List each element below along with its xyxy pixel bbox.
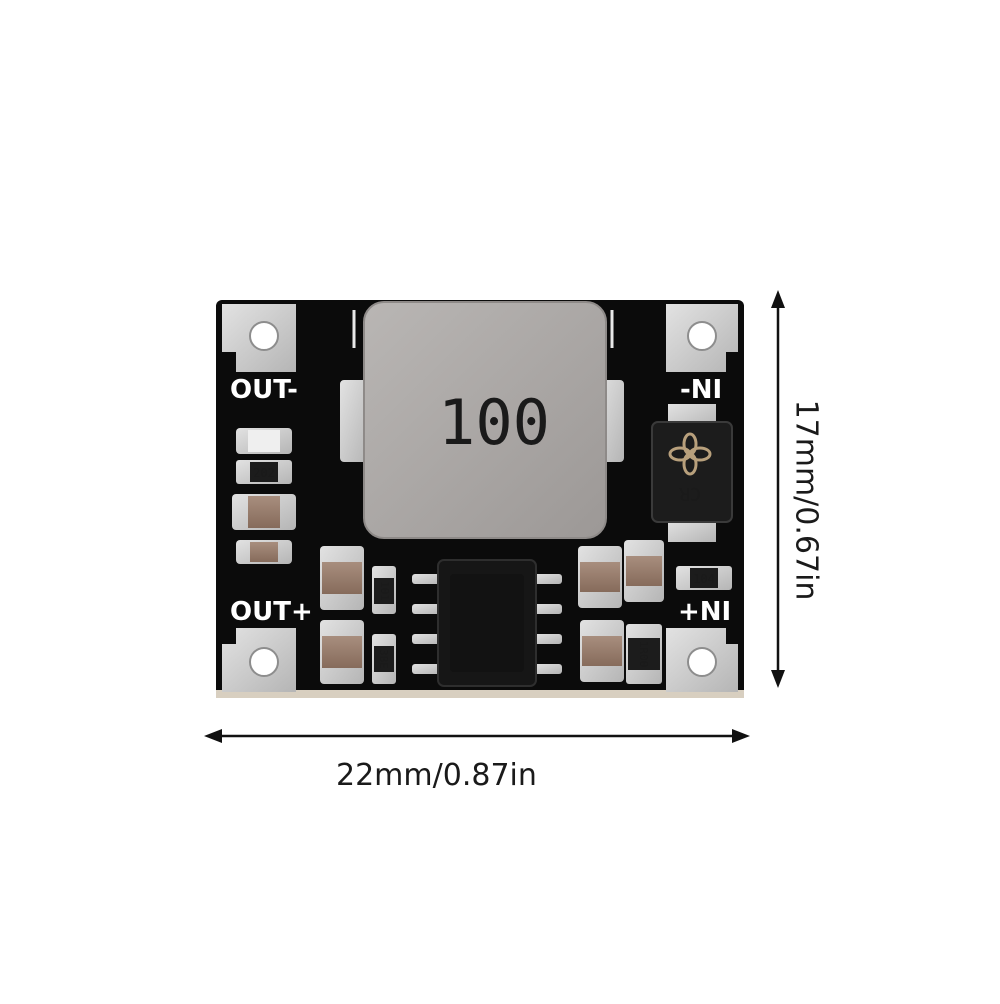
inductor-marking: 100 — [438, 386, 550, 459]
capacitor — [320, 620, 364, 684]
resistor-3be: 3BE — [372, 634, 396, 684]
svg-text:1R00: 1R00 — [637, 641, 650, 668]
mounting-hole — [249, 321, 279, 351]
capacitor — [320, 546, 364, 610]
width-dimension-label: 22mm/0.87in — [336, 758, 537, 793]
capacitor — [236, 428, 292, 454]
diode-marking: CR — [679, 483, 701, 504]
mounting-hole — [249, 647, 279, 677]
capacitor — [578, 546, 622, 608]
corner-pad-top-left — [222, 304, 296, 372]
height-dimension-arrow — [771, 290, 785, 688]
mounting-hole — [687, 647, 717, 677]
svg-text:3BE: 3BE — [377, 649, 390, 669]
width-dimension-arrow — [204, 729, 750, 743]
diode-logo-icon — [668, 432, 712, 476]
resistor-1r00: 1R00 — [626, 624, 662, 684]
corner-pad-bottom-right — [666, 628, 738, 692]
capacitor — [624, 540, 664, 602]
capacitor — [580, 620, 624, 682]
corner-pad-top-right — [666, 304, 738, 372]
resistor-101: 101 — [372, 566, 396, 614]
resistor-202: 202 — [236, 460, 292, 484]
svg-text:202: 202 — [253, 466, 275, 480]
corner-pad-bottom-left — [222, 628, 296, 692]
inductor-terminal-left — [340, 380, 368, 462]
label-in-plus: +NI — [678, 597, 731, 627]
svg-text:104: 104 — [693, 572, 715, 586]
mounting-hole — [687, 321, 717, 351]
pcb-edge — [216, 690, 744, 698]
ic-chip — [412, 559, 562, 687]
schottky-diode: CR — [651, 404, 733, 542]
label-out-plus: OUT+ — [230, 597, 313, 627]
capacitor — [232, 494, 296, 530]
resistor-104: 104 — [676, 566, 732, 590]
label-out-minus: OUT- — [230, 375, 298, 405]
height-dimension-label: 17mm/0.67in — [788, 399, 824, 601]
capacitor — [236, 540, 292, 564]
label-in-minus: -NI — [680, 375, 722, 405]
svg-text:101: 101 — [378, 581, 391, 601]
inductor — [363, 301, 607, 539]
